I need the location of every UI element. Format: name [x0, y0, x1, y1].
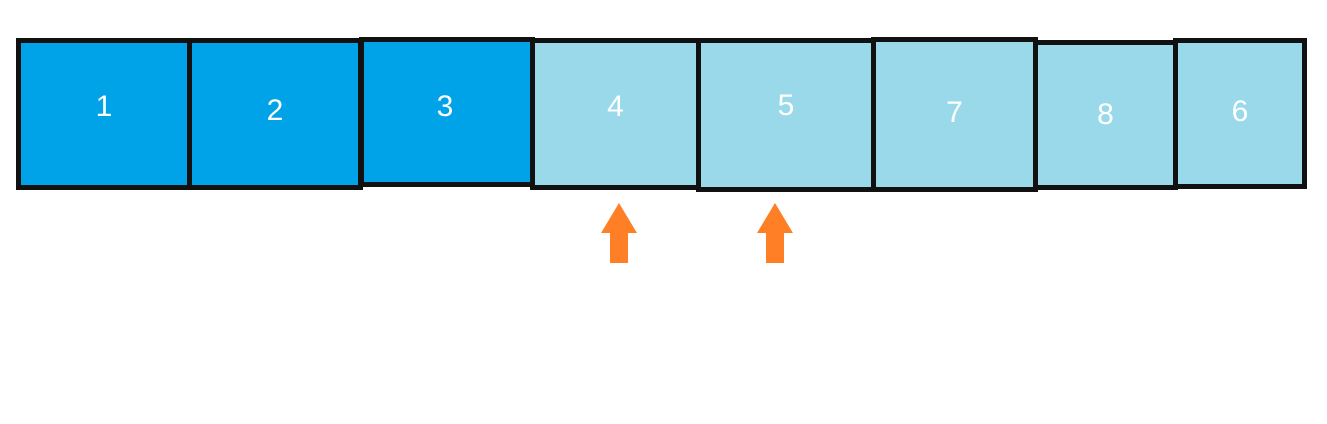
array-strip: 1 2 3 4 5 7 8 6: [16, 37, 1307, 192]
up-arrow-icon: [757, 203, 793, 263]
cell-value: 1: [95, 90, 113, 123]
array-cell-8: 6: [1173, 38, 1307, 189]
pointer-arrow-shape: [757, 203, 793, 263]
array-cell-4: 4: [530, 38, 701, 190]
cell-value: 4: [607, 90, 624, 123]
cell-value: 2: [266, 94, 284, 127]
array-cell-1: 1: [16, 38, 192, 190]
array-cell-5: 5: [696, 38, 876, 192]
cell-value: 7: [946, 95, 963, 129]
cell-value: 8: [1097, 98, 1114, 131]
array-cell-2: 2: [187, 38, 363, 190]
cell-value: 6: [1231, 94, 1249, 128]
array-cell-7: 8: [1033, 40, 1178, 190]
cell-value: 3: [436, 90, 454, 123]
array-cell-6: 7: [871, 37, 1038, 192]
up-arrow-icon: [601, 203, 637, 263]
pointer-arrow-shape: [601, 203, 637, 263]
cell-value: 5: [777, 89, 795, 122]
array-cell-3: 3: [359, 37, 535, 187]
